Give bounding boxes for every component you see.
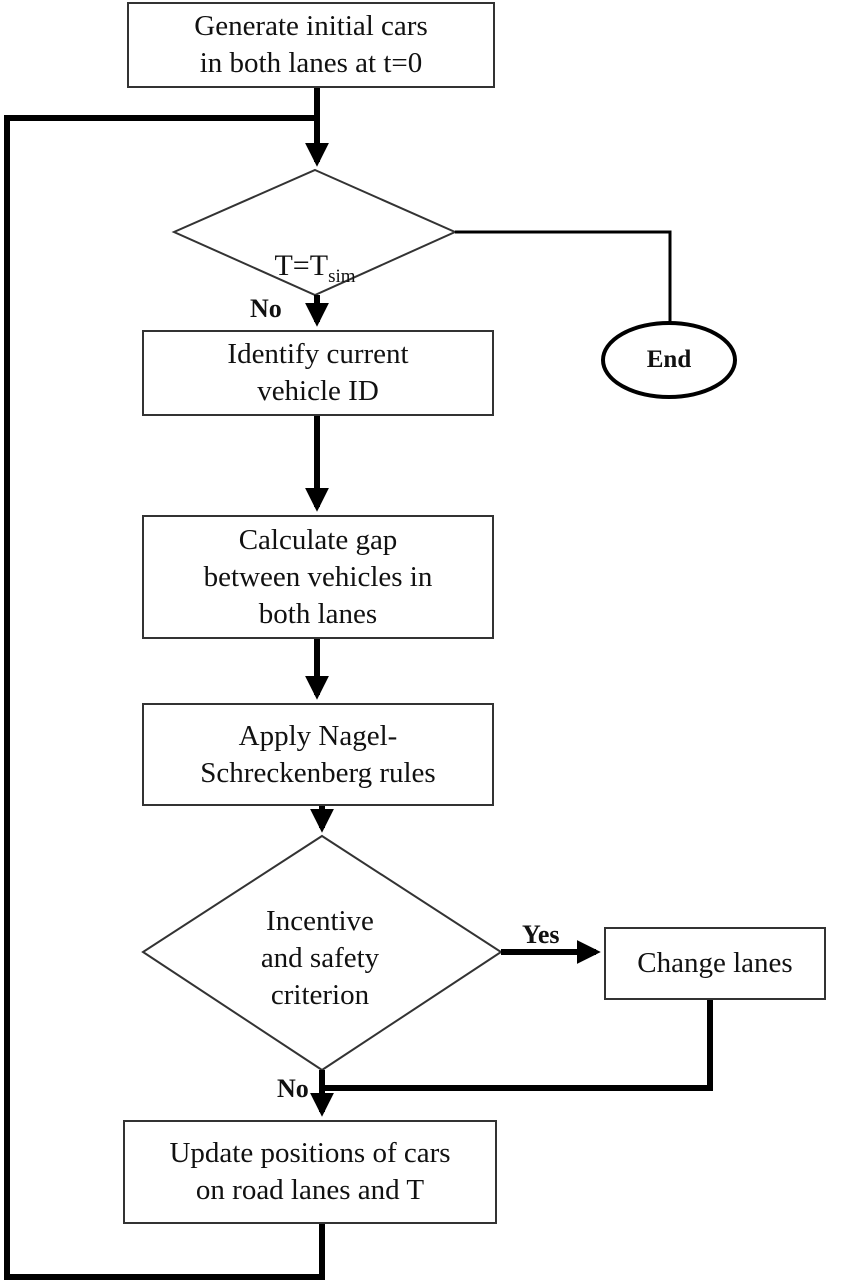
connector-time-check-to-end xyxy=(455,230,672,322)
no-branch-label: No xyxy=(250,294,282,323)
start-process-box: Generate initial cars in both lanes at t… xyxy=(127,2,495,88)
no-branch-label-criterion: No xyxy=(277,1074,309,1103)
connector-change-lanes-return xyxy=(325,1000,713,1091)
time-check-label: T=Tsim xyxy=(220,215,410,294)
time-check-prefix: T=T xyxy=(274,249,329,282)
identify-process-box: Identify current vehicle ID xyxy=(142,330,494,416)
identify-process-text: Identify current vehicle ID xyxy=(227,338,409,407)
gap-process-box: Calculate gap between vehicles in both l… xyxy=(142,515,494,639)
update-process-text: Update positions of cars on road lanes a… xyxy=(169,1137,451,1206)
end-terminal xyxy=(601,321,737,399)
connector-loop-back xyxy=(4,115,325,1280)
apply-rules-process-text: Apply Nagel- Schreckenberg rules xyxy=(200,719,436,789)
apply-rules-process-box: Apply Nagel- Schreckenberg rules xyxy=(142,703,494,806)
start-process-text: Generate initial cars in both lanes at t… xyxy=(194,10,428,79)
change-lanes-process-text: Change lanes xyxy=(637,947,793,979)
end-label: End xyxy=(646,346,692,373)
time-check-subscript: sim xyxy=(328,266,356,287)
gap-process-text: Calculate gap between vehicles in both l… xyxy=(203,523,433,630)
criterion-label: Incentive and safety criterion xyxy=(260,905,380,1011)
yes-branch-label: Yes xyxy=(522,920,560,949)
update-process-box: Update positions of cars on road lanes a… xyxy=(123,1120,497,1224)
change-lanes-process-box: Change lanes xyxy=(604,927,826,1000)
